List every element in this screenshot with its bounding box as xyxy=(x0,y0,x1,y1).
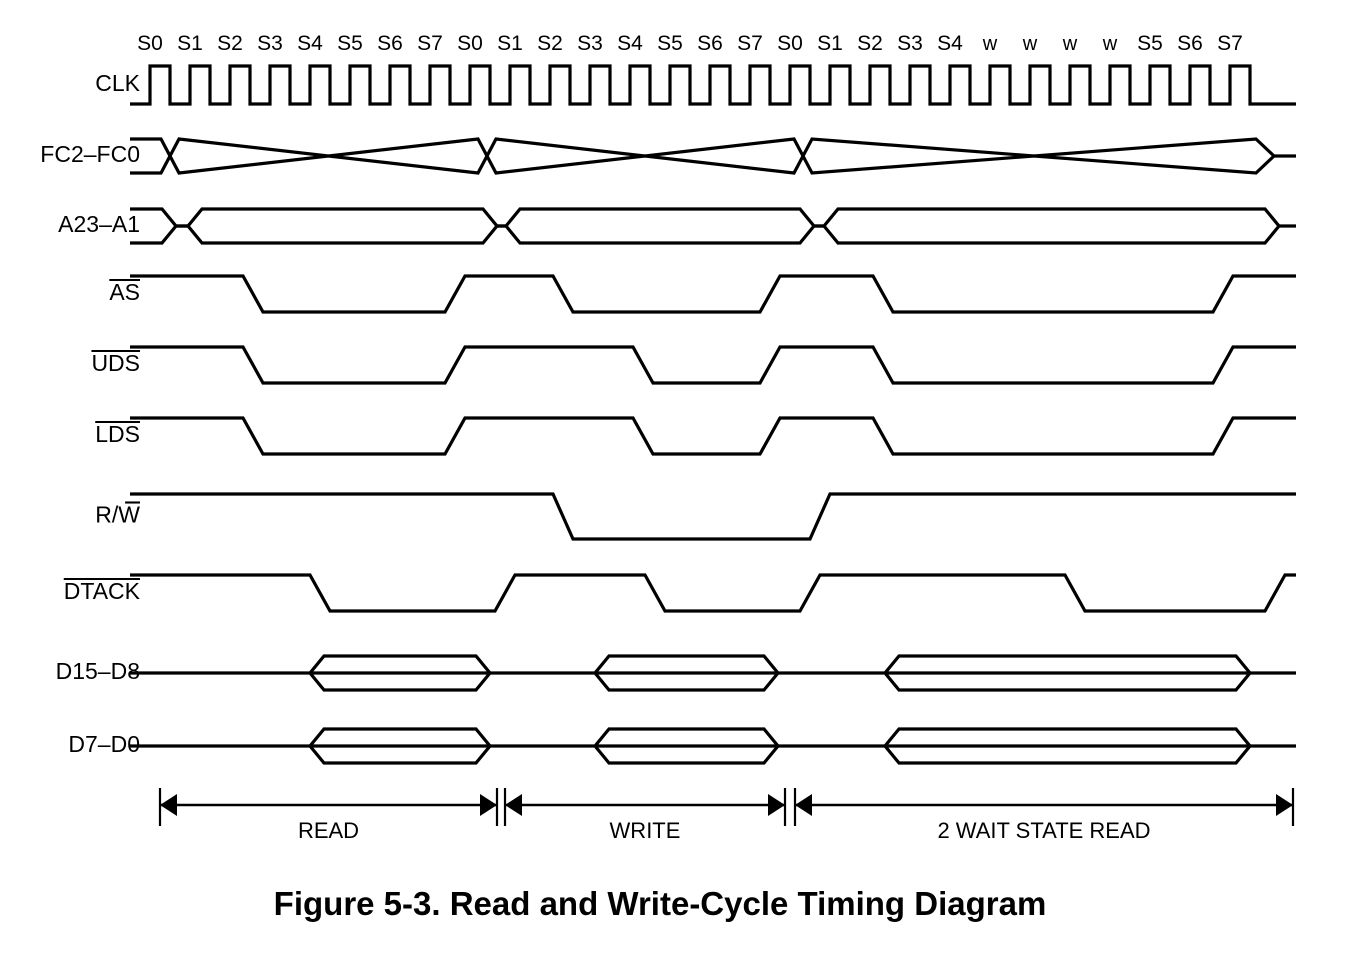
clock-state-label: S6 xyxy=(377,32,403,55)
clock-state-label: w xyxy=(1062,33,1078,55)
span-label: WRITE xyxy=(610,818,681,843)
span-label: 2 WAIT STATE READ xyxy=(937,818,1150,843)
uds-waveform xyxy=(130,345,1296,385)
clock-state-label: S5 xyxy=(337,32,363,55)
clock-state-label: S4 xyxy=(937,32,963,55)
clock-state-label: S7 xyxy=(737,32,763,55)
signal-label-d15-d8: D15–D8 xyxy=(56,658,140,684)
signal-label-fc2-fc0: FC2–FC0 xyxy=(40,141,140,167)
signal-label-as: AS xyxy=(109,279,140,305)
clock-state-label: S2 xyxy=(857,32,883,55)
span-label: READ xyxy=(298,818,359,843)
d7-d0-waveform xyxy=(130,727,1296,765)
signal-label-uds: UDS xyxy=(91,350,140,376)
clock-state-label: S7 xyxy=(417,32,443,55)
clock-state-label: S3 xyxy=(897,32,923,55)
clock-state-label: S1 xyxy=(817,32,843,55)
signal-label-lds: LDS xyxy=(95,421,140,447)
signal-label-d7-d0: D7–D0 xyxy=(68,731,140,757)
signal-label-clk: CLK xyxy=(95,70,140,96)
clock-state-label: w xyxy=(1022,33,1038,55)
as-waveform xyxy=(130,274,1296,314)
clock-state-label: S2 xyxy=(217,32,243,55)
span-arrowhead-left xyxy=(505,794,522,816)
clock-state-label: S1 xyxy=(177,32,203,55)
fc2-fc0-bus-lower xyxy=(130,137,1276,175)
clk-waveform xyxy=(130,64,1296,106)
signal-label-dtack: DTACK xyxy=(64,578,141,604)
span-arrowhead-right xyxy=(1276,794,1293,816)
r-w-waveform xyxy=(130,492,1296,541)
clock-state-label: S0 xyxy=(457,32,483,55)
figure-caption: Figure 5-3. Read and Write-Cycle Timing … xyxy=(274,885,1047,922)
clock-state-label: S7 xyxy=(1217,32,1243,55)
a23-a1-bus-upper xyxy=(130,207,1296,228)
clock-state-label: S1 xyxy=(497,32,523,55)
clock-state-label: S6 xyxy=(1177,32,1203,55)
clock-state-label: S0 xyxy=(137,32,163,55)
span-arrowhead-right xyxy=(768,794,785,816)
span-arrowhead-left xyxy=(160,794,177,816)
clock-state-label: S3 xyxy=(577,32,603,55)
clock-state-label: w xyxy=(982,33,998,55)
clock-state-label: S3 xyxy=(257,32,283,55)
waveform-traces xyxy=(130,64,1296,765)
clock-state-label: S5 xyxy=(657,32,683,55)
span-arrowhead-right xyxy=(480,794,497,816)
clock-state-label: S4 xyxy=(297,32,323,55)
clock-state-label: w xyxy=(1102,33,1118,55)
span-arrowhead-left xyxy=(795,794,812,816)
cycle-span-annotations: READ WRITE 2 WAIT STATE READ xyxy=(158,788,1295,843)
clock-state-label: S2 xyxy=(537,32,563,55)
a23-a1-bus-lower xyxy=(130,224,1281,245)
clock-state-labels: S0 S1 S2 S3 S4 S5 S6 S7 S0 S1 S2 S3 S4 S5 S6 S7 S0 S1 S2 S3… xyxy=(137,32,1243,55)
clock-state-label: S6 xyxy=(697,32,723,55)
clock-state-label: S0 xyxy=(777,32,803,55)
signal-label-a23-a1: A23–A1 xyxy=(58,211,140,237)
dtack-waveform xyxy=(130,573,1296,613)
d15-d8-waveform xyxy=(130,654,1296,692)
clock-state-label: S5 xyxy=(1137,32,1163,55)
signal-label-r-w: R/W xyxy=(95,502,140,528)
fc2-fc0-bus-upper xyxy=(130,137,1296,175)
clock-state-label: S4 xyxy=(617,32,643,55)
lds-waveform xyxy=(130,416,1296,456)
